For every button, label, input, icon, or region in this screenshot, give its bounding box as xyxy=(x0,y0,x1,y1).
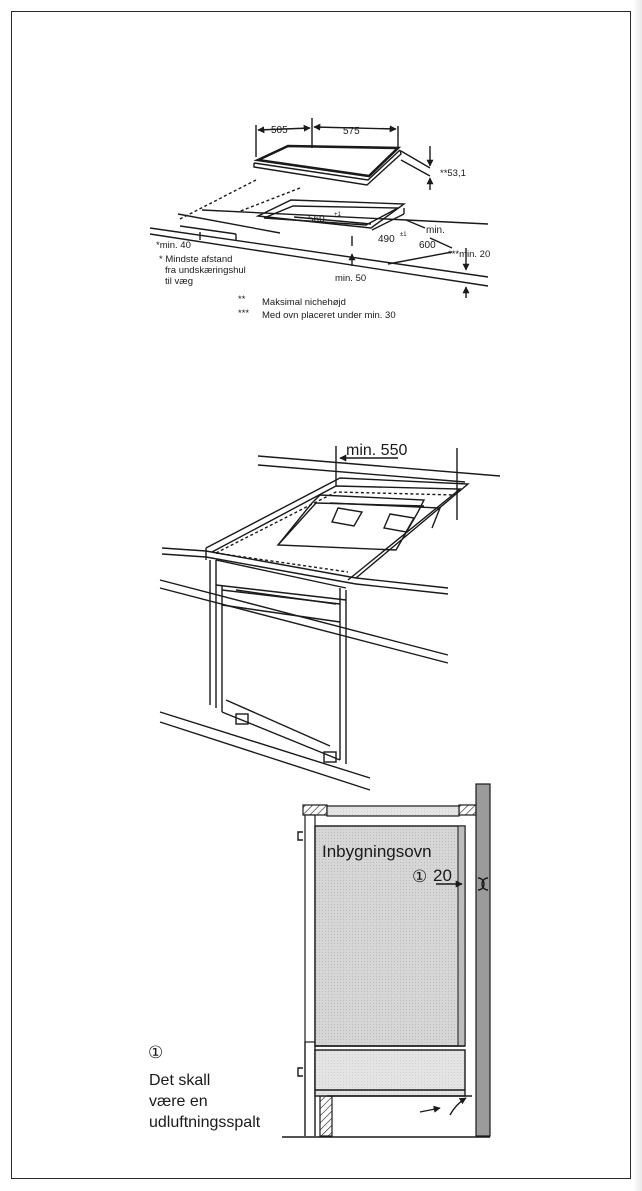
min-40-label: *min. 40 xyxy=(156,240,191,251)
plinth-hatch xyxy=(319,1095,333,1137)
ventilation-section-diagram: Inbygningsovn ① 20 ① Det skall være en u… xyxy=(148,783,491,1138)
worktop-hatch-left xyxy=(302,804,328,816)
min-20-label: ***min. 20 xyxy=(448,249,490,260)
drawer xyxy=(314,1049,466,1097)
cabinet-foot-left xyxy=(235,713,249,725)
dim-505-label: 505 xyxy=(271,125,288,136)
min-50-label: min. 50 xyxy=(335,273,366,284)
dim-53-label: **53,1 xyxy=(440,168,466,179)
note-marker: ① xyxy=(148,1043,163,1062)
note-triple-star-mark: *** xyxy=(238,308,249,319)
note-line2: være en xyxy=(149,1093,208,1110)
dim-560-tolerance: +1 xyxy=(334,212,342,218)
note-double-star: Maksimal nichehøjd xyxy=(262,297,346,308)
oven-body xyxy=(314,825,466,1047)
hob-outline xyxy=(253,144,402,186)
min-label: min. xyxy=(426,225,445,236)
cabinet-perspective-diagram: min. 550 xyxy=(159,442,501,791)
dim-490-tolerance: ±1 xyxy=(400,232,407,238)
worktop-hatch-right xyxy=(458,804,477,816)
scan-edge-shadow xyxy=(633,0,642,1191)
gap-20-label: 20 xyxy=(433,866,452,885)
cabinet-foot-right xyxy=(323,751,337,763)
dim-490-label: 490 xyxy=(378,234,395,245)
hob-body xyxy=(326,805,460,817)
note-line1: Det skall xyxy=(149,1072,210,1089)
page-frame xyxy=(11,11,631,1179)
cutout-dimension-diagram: 505 575 **53,1 560 +1 xyxy=(149,118,490,321)
oven-label: Inbygningsovn xyxy=(322,842,432,861)
note-single-star-line2: fra undskæringshul xyxy=(165,265,246,276)
wall xyxy=(475,783,491,1137)
note-triple-star: Med ovn placeret under min. 30 xyxy=(262,310,396,321)
dim-575-label: 575 xyxy=(343,126,360,137)
note-double-star-mark: ** xyxy=(238,294,246,305)
marker-one: ① xyxy=(412,867,427,886)
note-single-star-line1: * Mindste afstand xyxy=(159,254,232,265)
note-line3: udluftningsspalt xyxy=(149,1114,261,1131)
min-550-label: min. 550 xyxy=(346,442,407,459)
note-single-star-line3: til væg xyxy=(165,276,193,287)
dim-600-label: 600 xyxy=(419,240,436,251)
